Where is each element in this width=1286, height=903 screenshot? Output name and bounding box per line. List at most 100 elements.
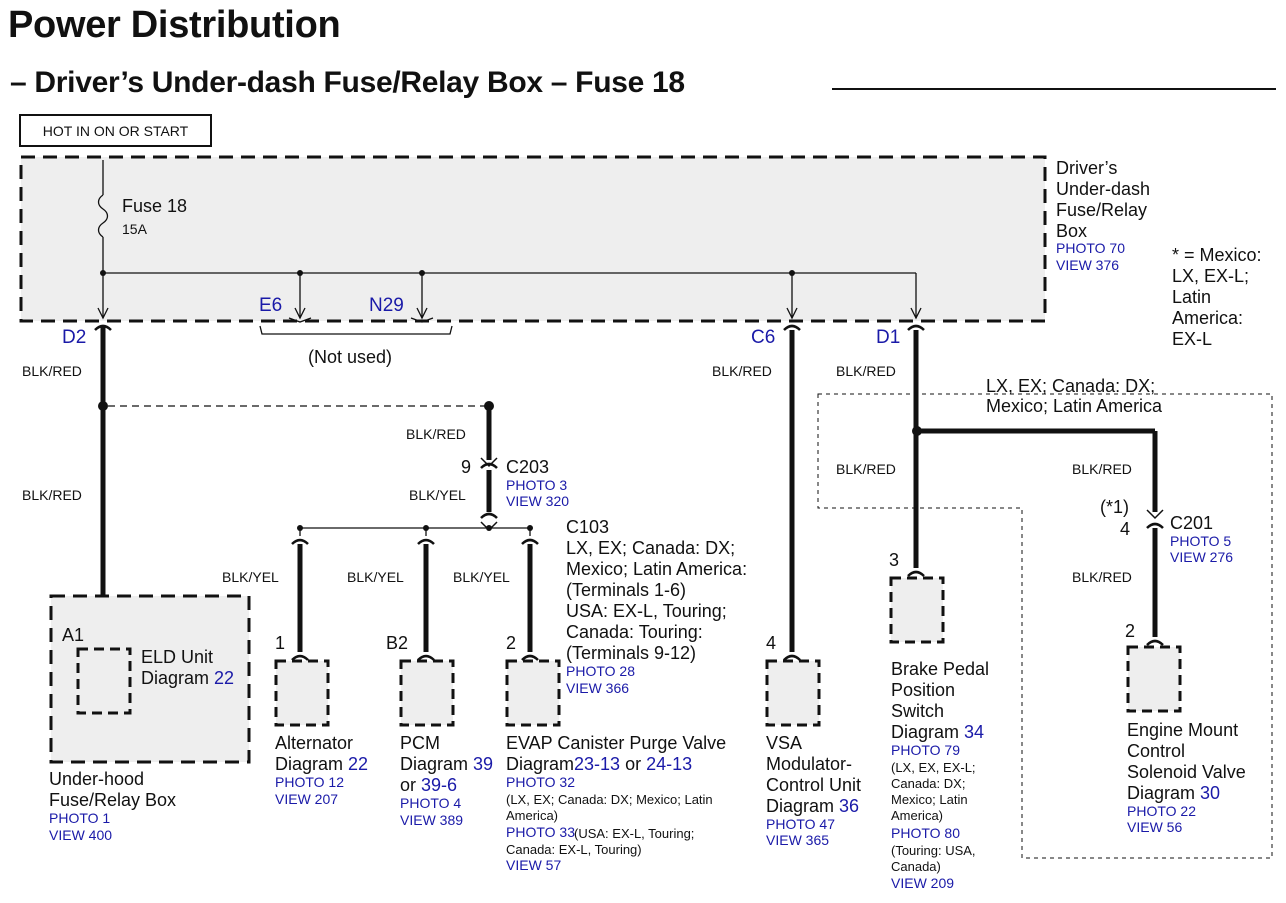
wire-color-label: BLK/RED: [1072, 461, 1132, 477]
wire-color-label: BLK/RED: [22, 363, 82, 379]
engine-mount-diagram-line: Diagram 30: [1127, 783, 1220, 803]
wire-color-label: BLK/RED: [836, 461, 896, 477]
page-subtitle: – Driver’s Under-dash Fuse/Relay Box – F…: [10, 66, 685, 99]
alternator-diagram-link[interactable]: 22: [348, 754, 369, 774]
c201-view[interactable]: VIEW 276: [1170, 549, 1234, 565]
alternator-name: Alternator: [275, 733, 354, 753]
pcm-diagram-link[interactable]: 39: [473, 754, 494, 774]
fuse-symbol: [97, 194, 109, 238]
pcm-diagram-line: Diagram 39: [400, 754, 493, 774]
alternator-box: [274, 659, 330, 727]
pcm-diagram-line-2: or 39-6: [400, 775, 457, 795]
alternator-diagram-label: Diagram: [275, 754, 344, 774]
engine-mount-name: Engine Mount Control Solenoid Valve: [1127, 720, 1246, 782]
engine-mount-photo[interactable]: PHOTO 22: [1127, 803, 1196, 819]
c103-name: C103: [566, 517, 610, 537]
engine-mount-view[interactable]: VIEW 56: [1127, 819, 1183, 835]
vsa-diagram-label: Diagram: [766, 796, 835, 816]
underhood-photo[interactable]: PHOTO 1: [49, 810, 111, 826]
wire-color-label: BLK/RED: [1072, 569, 1132, 585]
engine-mount-pin: 2: [1125, 621, 1136, 641]
brake-view[interactable]: VIEW 209: [891, 875, 955, 891]
underhood-box-name: Under-hood Fuse/Relay Box: [49, 769, 177, 810]
vsa-photo[interactable]: PHOTO 47: [766, 816, 835, 832]
brake-photo[interactable]: PHOTO 79: [891, 742, 960, 758]
evap-diagram-link[interactable]: 23-13: [574, 754, 621, 774]
evap-diagram-line: Diagram23-13 or 24-13: [506, 754, 692, 774]
terminal-e6: E6: [259, 295, 283, 316]
eld-diagram-link[interactable]: 22: [214, 668, 235, 688]
footnote: * = Mexico: LX, EX-L; Latin America: EX-…: [1172, 245, 1262, 349]
c203-pin: 9: [461, 457, 472, 477]
eld-name: ELD Unit: [141, 647, 214, 667]
alternator-view[interactable]: VIEW 207: [275, 791, 339, 807]
wire-color-label: BLK/RED: [22, 487, 82, 503]
pcm-name: PCM: [400, 733, 440, 753]
engine-mount-diagram-label: Diagram: [1127, 783, 1196, 803]
c201-photo[interactable]: PHOTO 5: [1170, 533, 1232, 549]
terminal-n29: N29: [369, 295, 404, 316]
eld-diagram-label: Diagram: [141, 668, 210, 688]
c201-name: C201: [1170, 513, 1214, 533]
evap-photo[interactable]: PHOTO 32: [506, 774, 575, 790]
fuse-box-outline: [19, 155, 1047, 323]
evap-diagram-link-2[interactable]: 24-13: [646, 754, 693, 774]
c203-name: C203: [506, 457, 550, 477]
engine-mount-diagram-link[interactable]: 30: [1200, 783, 1221, 803]
c201-pin: 4: [1120, 519, 1131, 539]
vsa-diagram-line: Diagram 36: [766, 796, 859, 816]
c203-view[interactable]: VIEW 320: [506, 493, 570, 509]
c203-photo[interactable]: PHOTO 3: [506, 477, 568, 493]
pcm-diagram-label: Diagram: [400, 754, 469, 774]
c103-photo[interactable]: PHOTO 28: [566, 663, 635, 679]
wire-color-label: BLK/RED: [712, 363, 772, 379]
region-outline: [817, 393, 1273, 859]
fuse-rating: 15A: [122, 221, 147, 237]
vsa-name: VSA Modulator- Control Unit: [766, 733, 862, 795]
fuse-box-view[interactable]: VIEW 376: [1056, 257, 1120, 273]
fuse-box-name: Driver’s Under-dash Fuse/Relay Box: [1056, 158, 1151, 241]
pcm-photo[interactable]: PHOTO 4: [400, 795, 462, 811]
brake-note-1: (LX, EX, EX-L; Canada: DX; Mexico; Latin…: [891, 760, 976, 823]
fuse-box-photo[interactable]: PHOTO 70: [1056, 240, 1125, 256]
evap-name: EVAP Canister Purge Valve: [506, 733, 727, 753]
vsa-pin: 4: [766, 633, 777, 653]
wire-color-label: BLK/YEL: [409, 487, 466, 503]
hot-label: HOT IN ON OR START: [42, 122, 189, 139]
pcm-pin: B2: [386, 633, 409, 653]
alternator-photo[interactable]: PHOTO 12: [275, 774, 344, 790]
eld-box: [76, 647, 132, 715]
vsa-view[interactable]: VIEW 365: [766, 832, 830, 848]
pcm-box: [399, 659, 455, 727]
brake-box: [889, 576, 945, 644]
evap-view[interactable]: VIEW 57: [506, 857, 562, 873]
pcm-or: or: [400, 775, 417, 795]
wire-color-label: BLK/RED: [836, 363, 896, 379]
c201-marker: (*1): [1100, 497, 1130, 517]
pcm-diagram-link-2[interactable]: 39-6: [421, 775, 458, 795]
hot-label-box: HOT IN ON OR START: [19, 114, 212, 147]
underhood-view[interactable]: VIEW 400: [49, 827, 113, 843]
brake-pin: 3: [889, 550, 900, 570]
c103-view[interactable]: VIEW 366: [566, 680, 630, 696]
vsa-diagram-link[interactable]: 36: [839, 796, 860, 816]
pcm-view[interactable]: VIEW 389: [400, 812, 464, 828]
evap-diagram-label: Diagram: [506, 754, 575, 774]
brake-diagram-link[interactable]: 34: [964, 722, 985, 742]
region-note: LX, EX; Canada: DX; Mexico; Latin Americ…: [986, 376, 1163, 416]
brake-photo-2[interactable]: PHOTO 80: [891, 825, 960, 841]
fuse-name: Fuse 18: [122, 196, 188, 216]
alternator-diagram-line: Diagram 22: [275, 754, 368, 774]
wire-color-label: BLK/YEL: [453, 569, 510, 585]
evap-photo-2[interactable]: PHOTO 33: [506, 824, 575, 840]
evap-or: or: [625, 754, 642, 774]
brake-note-2: (Touring: USA, Canada): [891, 843, 976, 874]
brake-diagram-line: Diagram 34: [891, 722, 984, 742]
evap-note-2: (USA: EX-L, Touring; Canada: EX-L, Touri…: [506, 826, 695, 857]
wire-color-label: BLK/YEL: [347, 569, 404, 585]
wire-color-label: BLK/YEL: [222, 569, 279, 585]
alternator-pin: 1: [275, 633, 286, 653]
c103-note: LX, EX; Canada: DX; Mexico; Latin Americ…: [566, 538, 748, 664]
not-used-bracket: [259, 325, 453, 335]
